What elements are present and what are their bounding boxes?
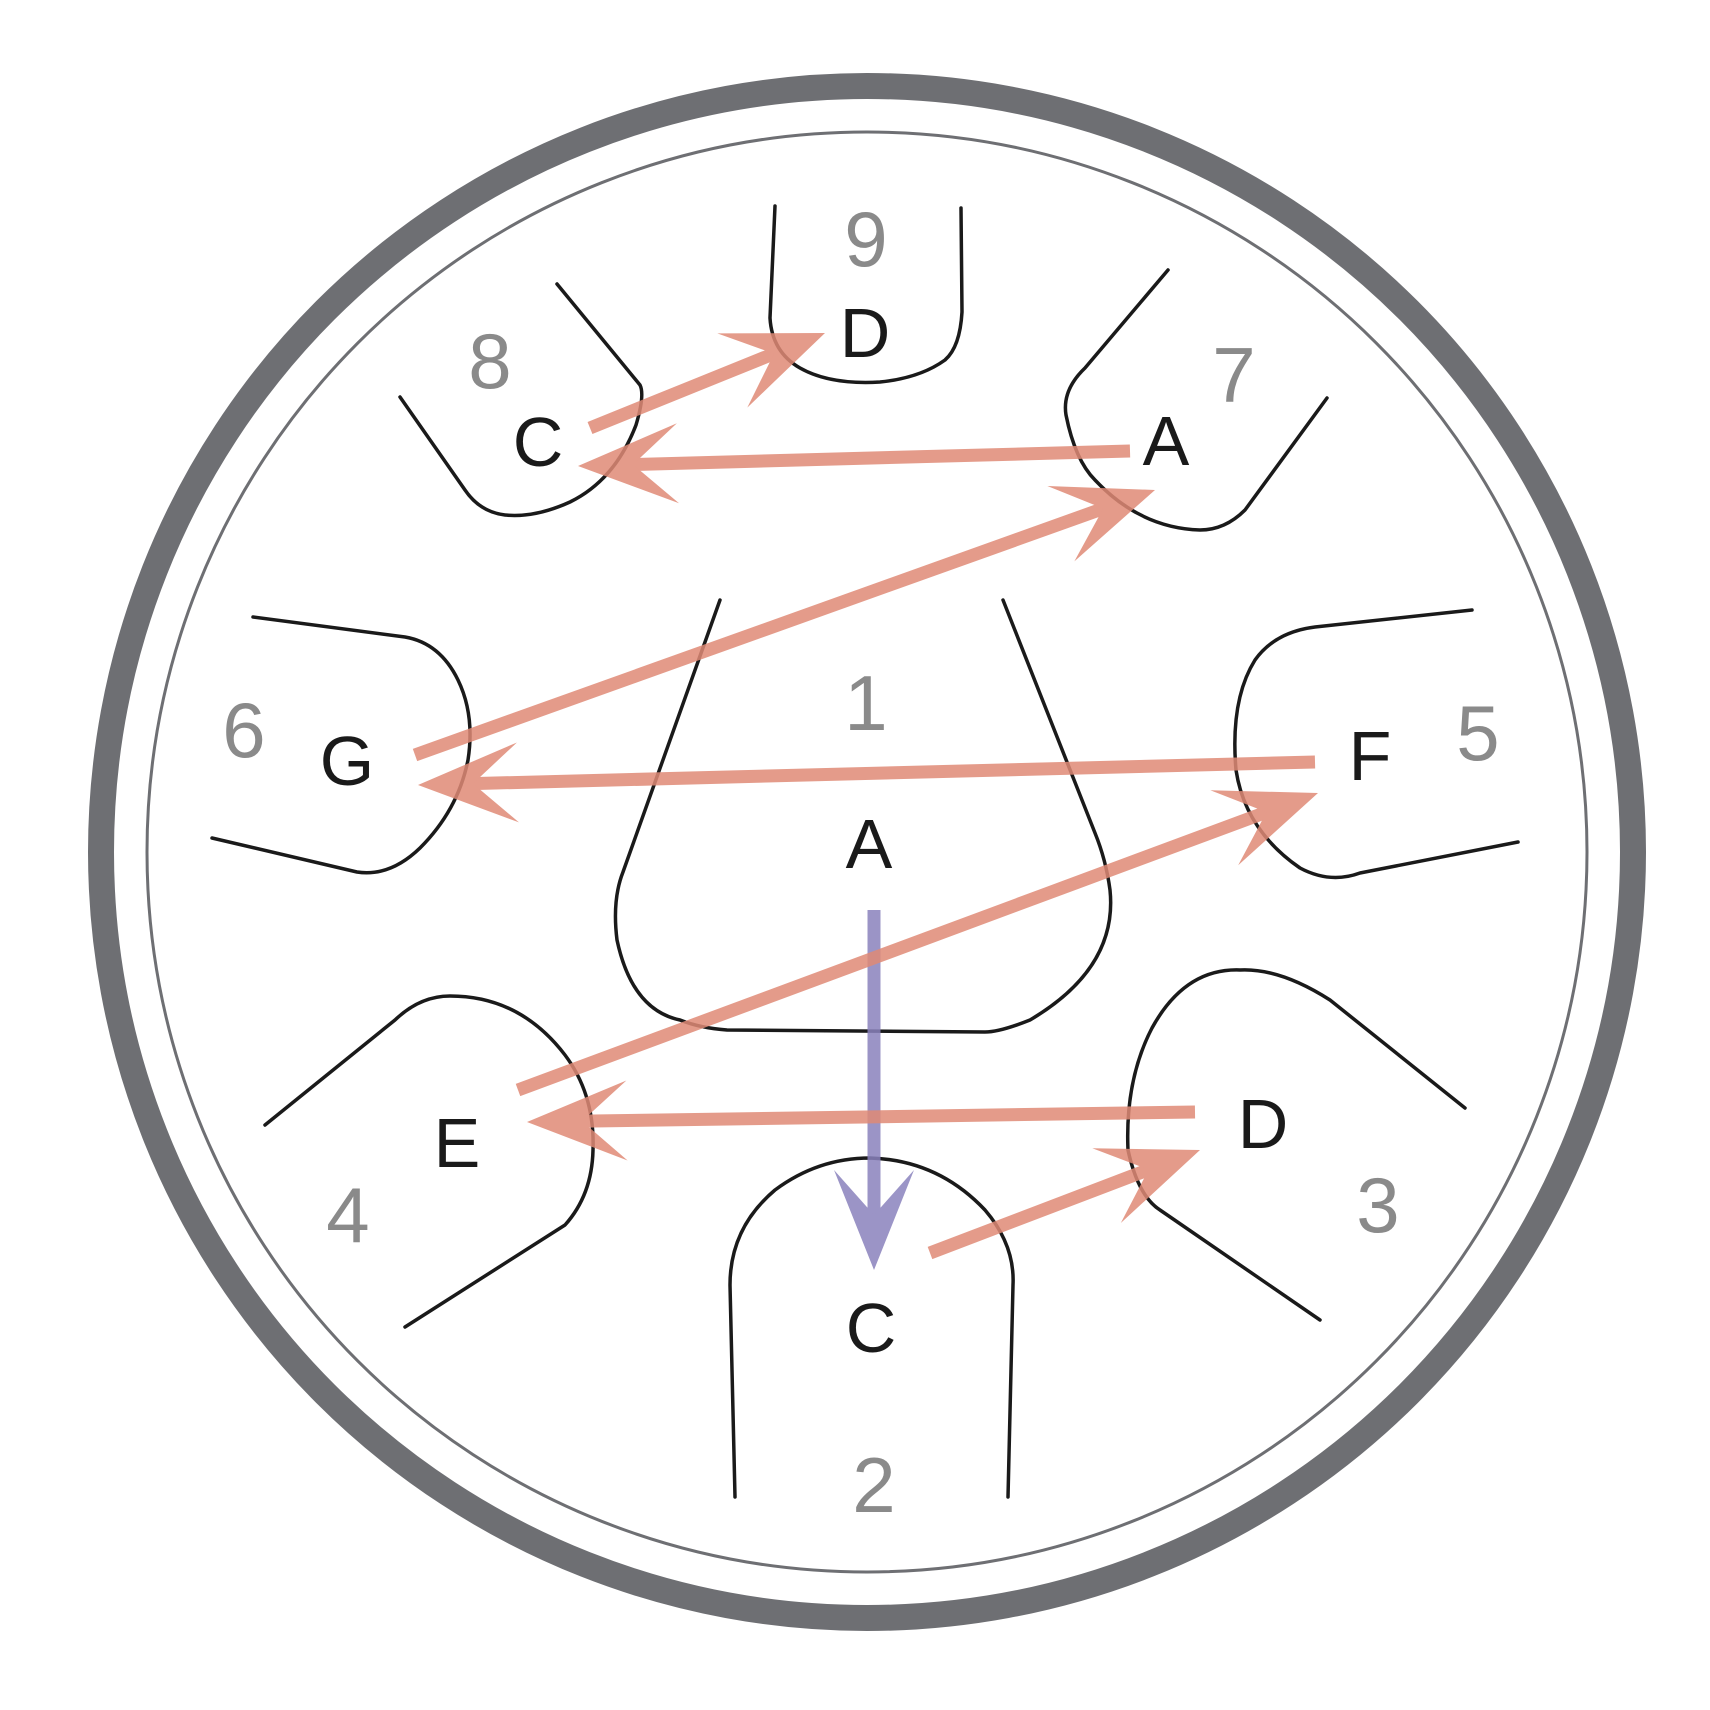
drum-rim-outer [88,73,1646,1631]
note-name-2: C [846,1289,897,1367]
note-number-3: 3 [1356,1161,1399,1249]
arrow-4-5 [515,790,1318,1097]
note-names: A C D E F G A C D [320,294,1392,1367]
note-number-6: 6 [222,686,265,774]
note-name-3: D [1238,1085,1289,1163]
arrow-shaft-4-5 [515,800,1283,1097]
note-numbers: 1 2 3 4 5 6 7 8 9 [222,195,1499,1529]
tone-field-1 [613,598,1113,1034]
note-number-1: 1 [844,659,887,747]
note-name-6: G [320,722,374,800]
arrow-head-8-9 [717,333,825,408]
arrow-8-9 [587,333,825,435]
arrow-shaft-2-3 [927,1158,1165,1260]
arrow-head-2-3 [1092,1148,1200,1224]
arrow-7-8 [578,423,1131,504]
arrow-shaft-3-4 [566,1105,1196,1128]
playing-order-arrows [412,333,1318,1270]
arrow-5-6 [418,742,1316,823]
note-number-9: 9 [844,195,887,283]
arrow-head-3-4 [527,1080,628,1161]
arrow-head-7-8 [578,423,680,504]
tone-field-3 [1125,968,1467,1322]
arrow-head-4-5 [1210,790,1318,866]
arrow-shaft-6-7 [412,497,1120,762]
arrow-head-5-6 [418,742,519,823]
arrow-head-1-2 [834,1170,914,1270]
note-name-1: A [846,805,893,883]
arrow-shaft-7-8 [617,444,1131,472]
note-name-5: F [1349,717,1392,795]
note-number-2: 2 [852,1441,895,1529]
drum-rim-inner [145,130,1589,1574]
note-number-4: 4 [326,1171,369,1259]
note-number-7: 7 [1212,331,1255,419]
tone-field-6 [210,615,472,875]
tone-field-4 [263,994,595,1329]
arrow-2-3 [927,1148,1200,1260]
tone-field-7 [1063,268,1329,532]
note-name-4: E [434,1104,481,1182]
arrow-head-6-7 [1047,486,1155,562]
arrow-shaft-8-9 [587,341,791,435]
arrow-6-7 [412,486,1155,762]
arrow-shaft-5-6 [457,755,1316,791]
note-number-5: 5 [1456,689,1499,777]
note-name-9: D [840,294,891,372]
note-name-7: A [1143,402,1190,480]
note-number-8: 8 [468,317,511,405]
note-name-8: C [513,403,564,481]
arrow-3-4 [527,1080,1196,1161]
